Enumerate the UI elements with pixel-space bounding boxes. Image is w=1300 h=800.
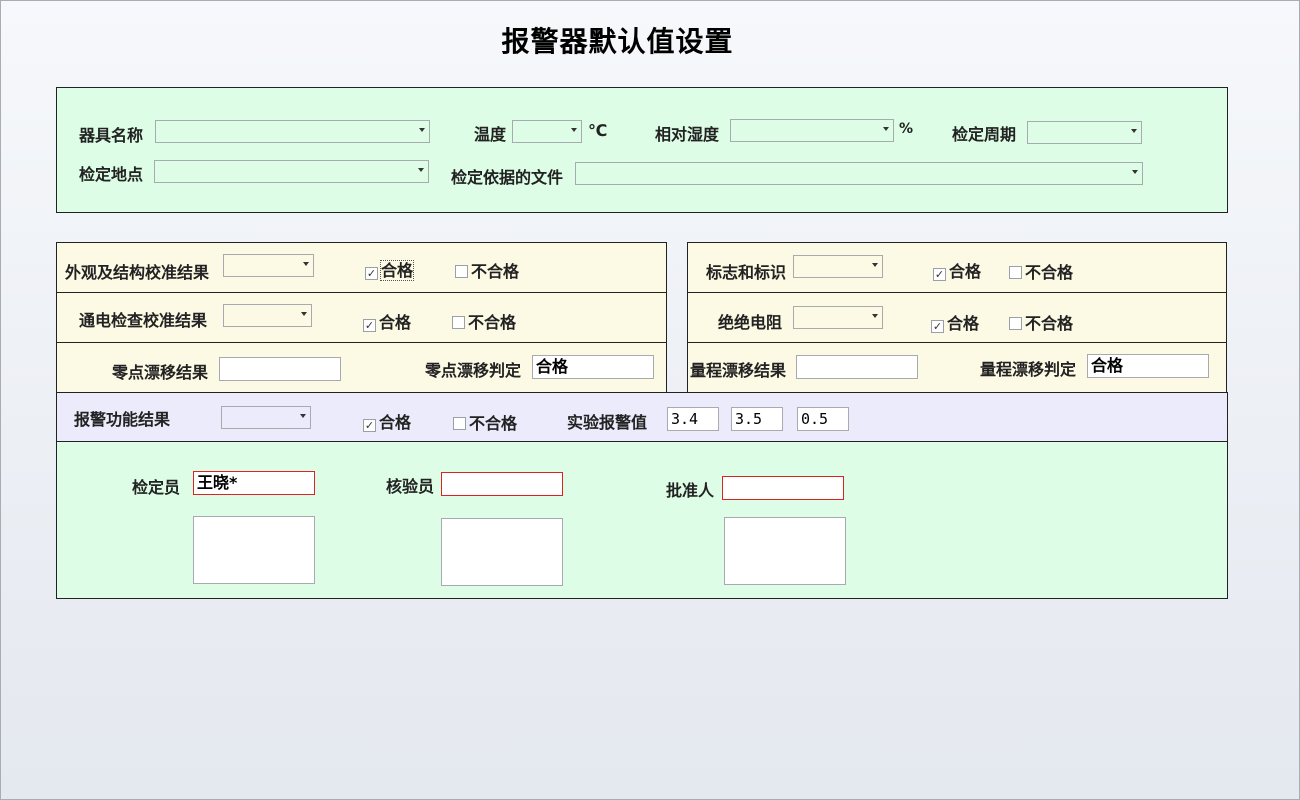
period-label: 检定周期 bbox=[952, 125, 1017, 144]
chevron-down-icon bbox=[303, 262, 309, 266]
humidity-label: 相对湿度 bbox=[655, 125, 720, 144]
approver-signature-box[interactable] bbox=[724, 517, 846, 585]
appearance-combo[interactable] bbox=[223, 254, 314, 277]
alarm-value-1-input[interactable]: 3.4 bbox=[667, 407, 719, 431]
right-results-panel: 标志和标识 ✓合格 不合格 绝绝电阻 ✓合格 不合格 量程漂移结果 量程漂移判定… bbox=[687, 242, 1227, 394]
checkmark-icon: ✓ bbox=[363, 319, 376, 332]
insulation-combo[interactable] bbox=[793, 306, 883, 329]
alarm-fail-checkbox[interactable]: 不合格 bbox=[453, 410, 517, 434]
alarm-pass-checkbox[interactable]: ✓合格 bbox=[363, 413, 412, 432]
left-results-panel: 外观及结构校准结果 ✓合格 不合格 通电检查校准结果 ✓合格 不合格 零点漂移结… bbox=[56, 242, 667, 394]
verifier-input[interactable] bbox=[441, 472, 563, 496]
chevron-down-icon bbox=[1132, 170, 1138, 174]
basis-document-combo[interactable] bbox=[575, 162, 1143, 185]
span-drift-judge-input[interactable]: 合格 bbox=[1087, 354, 1209, 378]
divider bbox=[688, 342, 1226, 343]
alarm-values-label: 实验报警值 bbox=[567, 413, 648, 432]
power-check-label: 通电检查校准结果 bbox=[79, 311, 208, 330]
checkmark-icon: ✓ bbox=[933, 268, 946, 281]
checkbox-box bbox=[452, 316, 465, 329]
chevron-down-icon bbox=[1131, 129, 1137, 133]
insulation-pass-checkbox[interactable]: ✓合格 bbox=[931, 314, 980, 333]
instrument-name-label: 器具名称 bbox=[79, 126, 144, 145]
alarm-value-2-input[interactable]: 3.5 bbox=[731, 407, 783, 431]
chevron-down-icon bbox=[301, 312, 307, 316]
insulation-label: 绝绝电阻 bbox=[718, 313, 783, 332]
chevron-down-icon bbox=[300, 414, 306, 418]
alarm-result-label: 报警功能结果 bbox=[74, 410, 171, 429]
marking-fail-checkbox[interactable]: 不合格 bbox=[1009, 259, 1073, 283]
span-drift-judge-label: 量程漂移判定 bbox=[980, 360, 1077, 379]
instrument-name-combo[interactable] bbox=[155, 120, 430, 143]
checkmark-icon: ✓ bbox=[363, 419, 376, 432]
period-combo[interactable] bbox=[1027, 121, 1142, 144]
location-combo[interactable] bbox=[154, 160, 429, 183]
chevron-down-icon bbox=[418, 168, 424, 172]
zero-drift-judge-label: 零点漂移判定 bbox=[425, 361, 522, 380]
chevron-down-icon bbox=[571, 128, 577, 132]
inspector-label: 检定员 bbox=[132, 478, 181, 497]
power-pass-checkbox[interactable]: ✓合格 bbox=[363, 313, 412, 332]
chevron-down-icon bbox=[872, 314, 878, 318]
chevron-down-icon bbox=[419, 128, 425, 132]
location-label: 检定地点 bbox=[79, 165, 144, 184]
approver-input[interactable] bbox=[722, 476, 844, 500]
insulation-fail-checkbox[interactable]: 不合格 bbox=[1009, 310, 1073, 334]
temperature-label: 温度 bbox=[474, 125, 507, 144]
inspector-input[interactable]: 王晓* bbox=[193, 471, 315, 495]
zero-drift-judge-input[interactable]: 合格 bbox=[532, 355, 654, 379]
appearance-pass-checkbox[interactable]: ✓合格 bbox=[365, 260, 415, 281]
approver-label: 批准人 bbox=[666, 481, 715, 500]
temperature-unit: ℃ bbox=[588, 121, 608, 140]
divider bbox=[57, 342, 666, 343]
temperature-combo[interactable] bbox=[512, 120, 582, 143]
inspector-signature-box[interactable] bbox=[193, 516, 315, 584]
humidity-unit: % bbox=[899, 121, 914, 137]
zero-drift-result-input[interactable] bbox=[219, 357, 341, 381]
humidity-combo[interactable] bbox=[730, 119, 894, 142]
environment-panel: 器具名称 温度 ℃ 相对湿度 % 检定周期 检定地点 检定依据的文件 bbox=[56, 87, 1228, 213]
appearance-label: 外观及结构校准结果 bbox=[65, 263, 210, 282]
marking-label: 标志和标识 bbox=[706, 263, 787, 282]
divider bbox=[57, 292, 666, 293]
marking-pass-checkbox[interactable]: ✓合格 bbox=[933, 262, 982, 281]
checkbox-box bbox=[1009, 317, 1022, 330]
page-title: 报警器默认值设置 bbox=[501, 25, 734, 58]
signers-panel: 检定员 王晓* 核验员 批准人 bbox=[56, 441, 1228, 599]
alarm-value-3-input[interactable]: 0.5 bbox=[797, 407, 849, 431]
checkbox-box bbox=[453, 417, 466, 430]
appearance-fail-checkbox[interactable]: 不合格 bbox=[455, 258, 519, 282]
alarm-panel: 报警功能结果 ✓合格 不合格 实验报警值 3.4 3.5 0.5 bbox=[56, 392, 1228, 443]
checkmark-icon: ✓ bbox=[931, 320, 944, 333]
basis-document-label: 检定依据的文件 bbox=[451, 168, 564, 187]
checkmark-icon: ✓ bbox=[365, 267, 378, 280]
zero-drift-result-label: 零点漂移结果 bbox=[112, 363, 209, 382]
power-check-combo[interactable] bbox=[223, 304, 312, 327]
span-drift-result-label: 量程漂移结果 bbox=[690, 361, 787, 380]
verifier-signature-box[interactable] bbox=[441, 518, 563, 586]
divider bbox=[688, 292, 1226, 293]
checkbox-box bbox=[455, 265, 468, 278]
alarm-result-combo[interactable] bbox=[221, 406, 311, 429]
marking-combo[interactable] bbox=[793, 255, 883, 278]
chevron-down-icon bbox=[883, 127, 889, 131]
span-drift-result-input[interactable] bbox=[796, 355, 918, 379]
chevron-down-icon bbox=[872, 263, 878, 267]
verifier-label: 核验员 bbox=[386, 477, 435, 496]
power-fail-checkbox[interactable]: 不合格 bbox=[452, 309, 516, 333]
checkbox-box bbox=[1009, 266, 1022, 279]
